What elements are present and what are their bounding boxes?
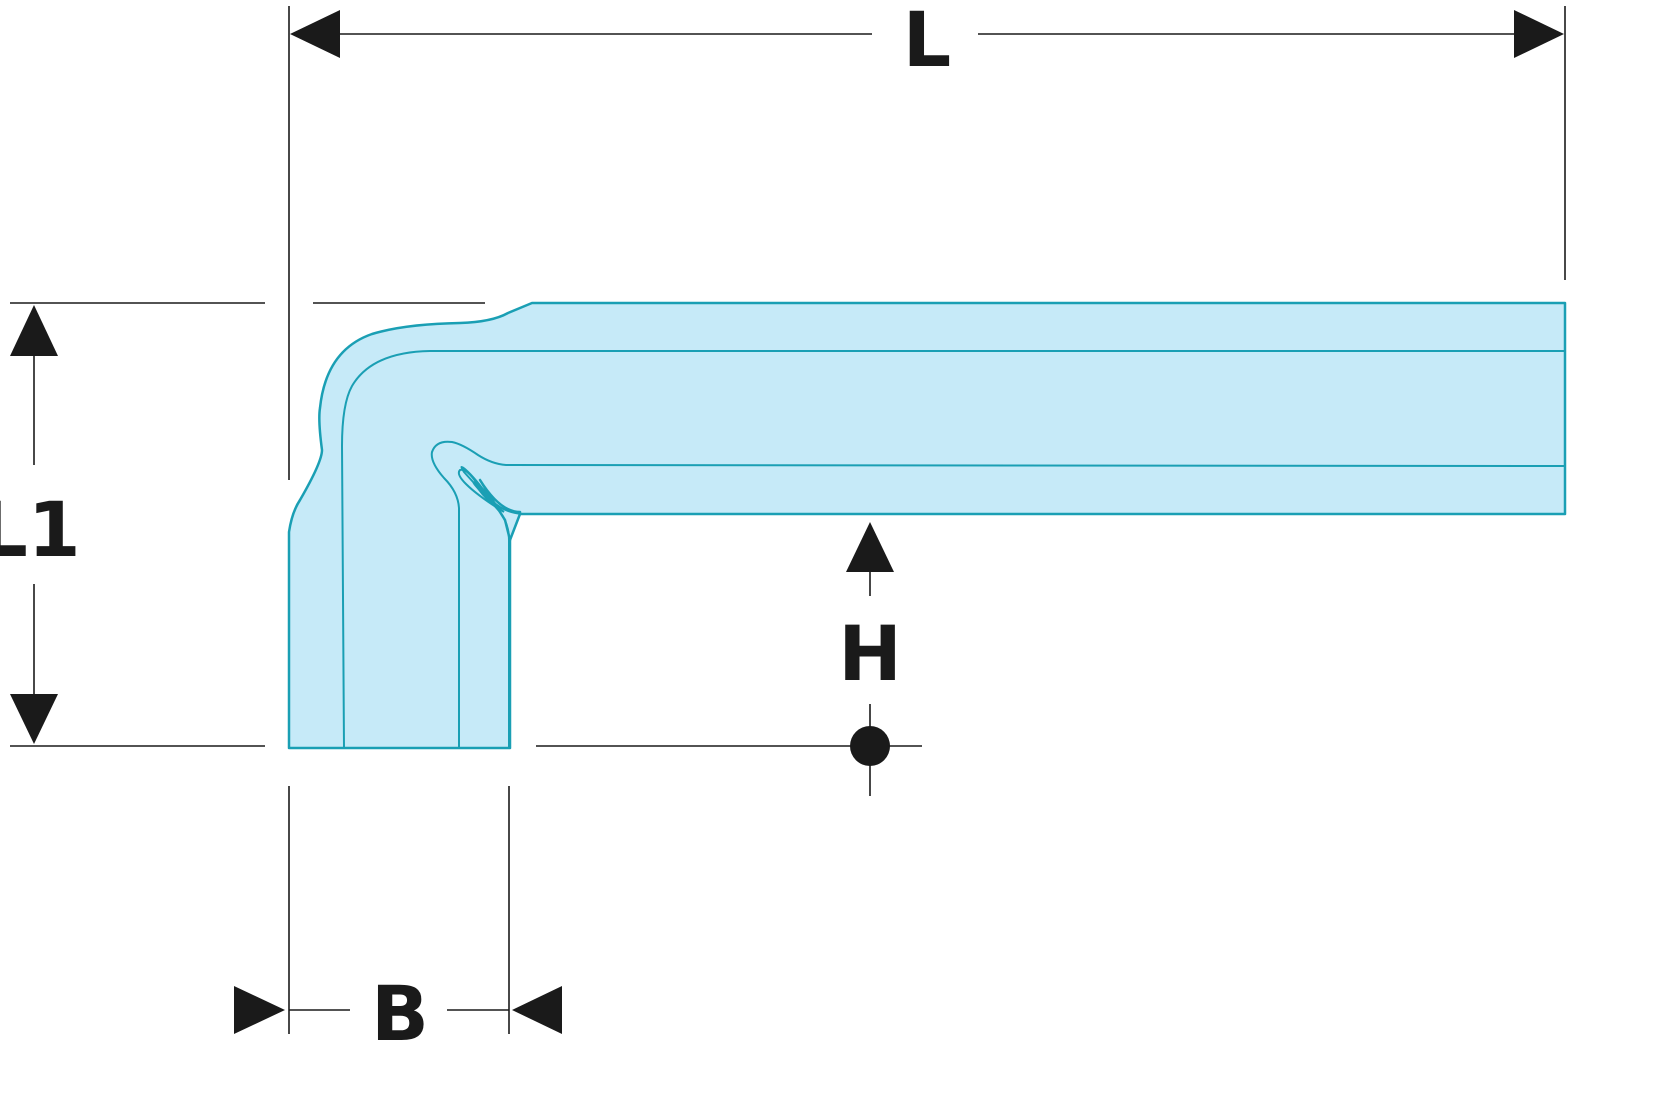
h-reference-point <box>850 726 890 766</box>
dimension-h: H <box>536 522 922 796</box>
l-arrow-left <box>290 10 340 58</box>
b-label: B <box>371 969 429 1058</box>
hex-key-part <box>287 301 1567 750</box>
l1-arrow-up <box>10 305 58 356</box>
hex-key-bend-teardrop <box>457 468 505 513</box>
l1-arrow-down <box>10 694 58 744</box>
l-label: L <box>903 0 951 84</box>
b-arrow-right <box>512 986 562 1034</box>
l-arrow-right <box>1514 10 1564 58</box>
l1-label: L1 <box>0 485 81 574</box>
dimension-b: B <box>234 786 562 1058</box>
b-arrow-left <box>234 986 285 1034</box>
dimension-l1: L1 <box>0 302 485 747</box>
hex-key-lower-facet <box>430 440 1566 748</box>
dimension-l: L <box>288 0 1566 480</box>
h-label: H <box>838 609 902 698</box>
h-arrow-up <box>846 522 894 572</box>
hex-key-upper-facet <box>340 350 1565 749</box>
hex-key-outline <box>287 301 1567 750</box>
